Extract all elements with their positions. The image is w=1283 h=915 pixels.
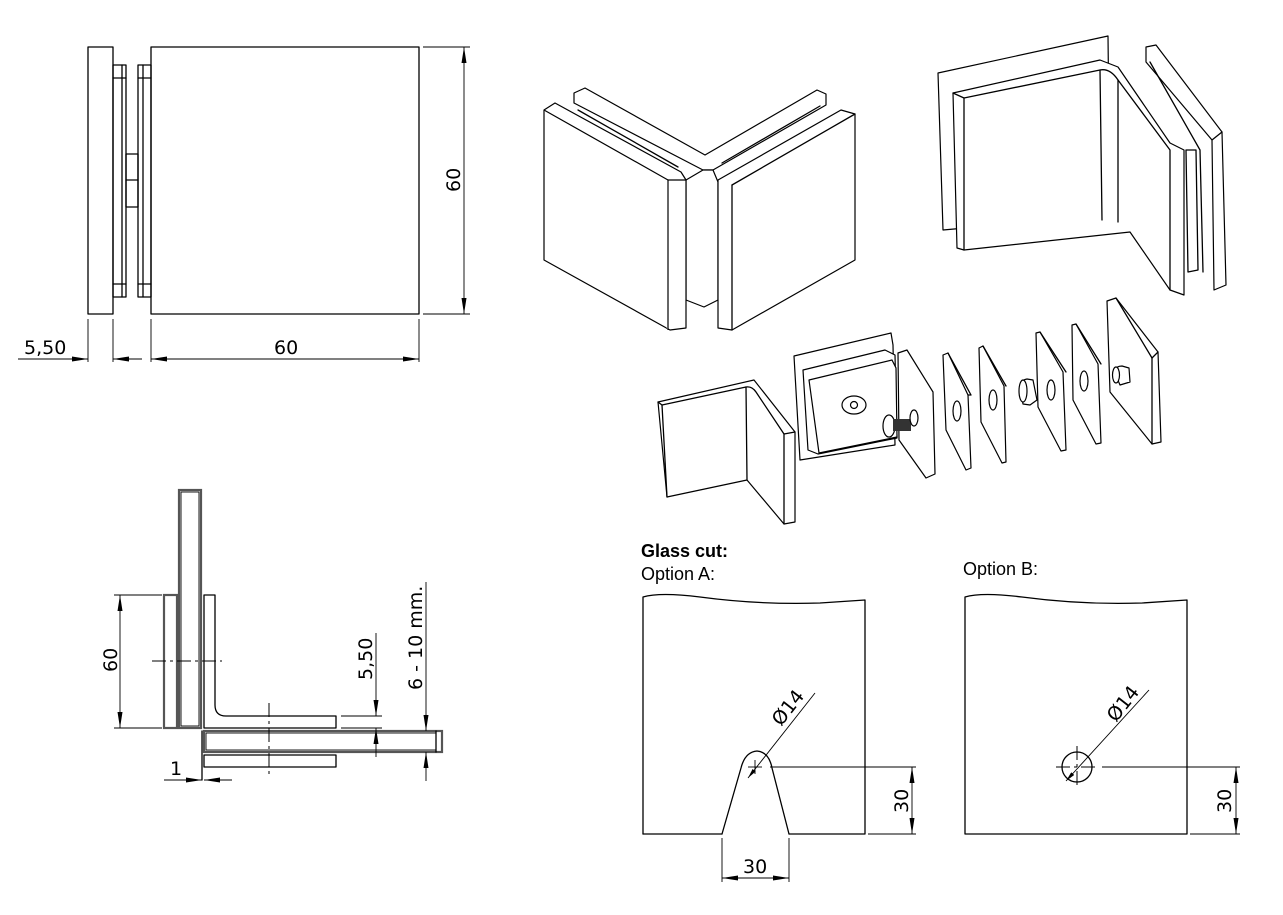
option-a-slot-width: 30 bbox=[743, 856, 767, 878]
washer-4 bbox=[1071, 323, 1102, 445]
screw bbox=[882, 414, 911, 438]
option-b-drawing: Ø14 30 bbox=[964, 593, 1240, 835]
front-plate bbox=[150, 46, 420, 315]
option-a-height: 30 bbox=[891, 789, 913, 813]
glass-horizontal bbox=[202, 729, 444, 754]
slot-cutout bbox=[721, 750, 790, 835]
washer-3 bbox=[1035, 331, 1067, 452]
iso-assembled-front bbox=[543, 87, 856, 331]
glass-cut-section: Glass cut: Option A: Option B: Ø14 30 30 bbox=[641, 541, 1240, 882]
back-plate bbox=[87, 46, 114, 315]
spacer-sleeve bbox=[1018, 378, 1038, 406]
iso-exploded bbox=[657, 297, 1162, 525]
option-b-diameter: Ø14 bbox=[1103, 682, 1144, 726]
dim-plate-height: 60 bbox=[100, 648, 122, 672]
front-view: 5,50 60 60 bbox=[18, 46, 470, 362]
washer-1 bbox=[942, 352, 972, 471]
dim-width: 60 bbox=[274, 337, 298, 359]
iso-assembled-back bbox=[937, 35, 1227, 296]
washer-2 bbox=[978, 345, 1007, 464]
dim-thickness: 5,50 bbox=[24, 337, 66, 359]
glass-cut-title: Glass cut: bbox=[641, 541, 728, 561]
cover-plate bbox=[1106, 297, 1162, 445]
glass-vertical bbox=[177, 488, 203, 730]
top-view: 60 5,50 6 - 10 mm. 1 bbox=[100, 488, 444, 783]
hinge-center bbox=[125, 153, 139, 208]
hinge-left bbox=[112, 64, 127, 298]
option-b-label: Option B: bbox=[963, 559, 1038, 579]
hinge-right bbox=[137, 64, 152, 298]
option-a-drawing: Ø14 30 30 bbox=[642, 593, 916, 882]
dim-glass-range: 6 - 10 mm. bbox=[405, 586, 427, 690]
dim-gap: 5,50 bbox=[355, 638, 377, 680]
option-b-height: 30 bbox=[1214, 789, 1236, 813]
option-a-label: Option A: bbox=[641, 564, 715, 584]
l-bracket bbox=[657, 379, 796, 525]
dim-offset: 1 bbox=[170, 758, 182, 780]
dim-height: 60 bbox=[443, 168, 465, 192]
